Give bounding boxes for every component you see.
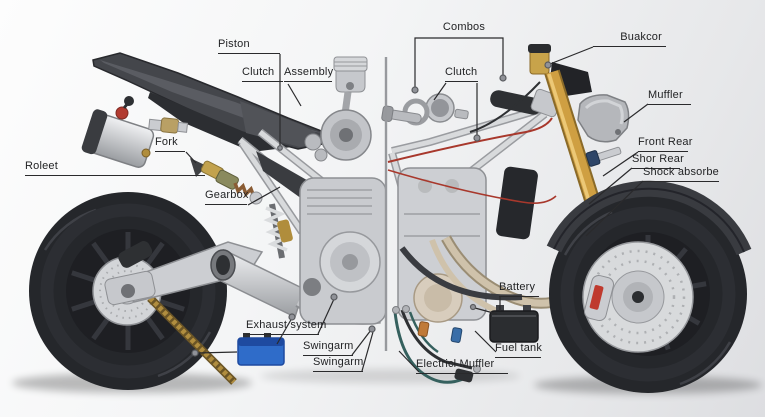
label-swingarm-2: Swingarm — [313, 356, 363, 372]
brake-lines-red — [387, 117, 557, 204]
axle-bolt-part — [585, 146, 622, 167]
piston-assembly-part — [304, 56, 372, 162]
drive-chain — [148, 296, 236, 384]
label-front-rear: Front Rear — [638, 136, 692, 152]
rear-shock — [263, 203, 293, 259]
label-clutch-right: Clutch — [445, 66, 478, 82]
reservoir-canister — [81, 96, 155, 168]
floor-shadows — [12, 369, 762, 394]
front-brake-caliper — [583, 274, 615, 322]
label-piston: Piston — [218, 38, 280, 54]
label-gearbox: Gearbox — [205, 189, 248, 205]
label-buakcor: Buakcor — [593, 31, 666, 47]
label-exhaust-system: Exhaust system — [246, 319, 326, 335]
label-combos: Combos — [442, 21, 486, 33]
label-clutch-left: Clutch — [242, 66, 283, 82]
rear-subframe — [237, 128, 351, 235]
label-fuel-tank: Fuel tank — [495, 342, 542, 358]
battery-dark — [489, 305, 539, 343]
airbox-cover-part — [577, 94, 630, 143]
front-wheel — [546, 180, 752, 393]
callout-markers — [191, 61, 552, 357]
label-swingarm-1: Swingarm — [303, 340, 353, 356]
wiring-harness — [392, 305, 481, 384]
clutch-parts-right — [381, 93, 469, 126]
fork-internals-parts — [190, 158, 263, 205]
rear-brake-caliper — [118, 241, 153, 268]
label-electricl-muffler: Electricl Muffler — [416, 358, 508, 374]
battery-blue-part — [237, 333, 285, 366]
crash-bar — [399, 246, 523, 301]
engine-right — [397, 166, 564, 323]
engine-left — [299, 177, 387, 325]
label-muffler: Muffler — [648, 89, 691, 105]
label-assembly: Assembly — [284, 66, 333, 82]
radiator — [496, 166, 538, 240]
label-roleet: Roleet — [25, 160, 205, 176]
label-shock-absorbe: Shock absorbe — [643, 166, 719, 182]
leader-lines — [185, 37, 649, 373]
label-fork: Fork — [155, 136, 185, 152]
label-battery: Battery — [499, 281, 539, 297]
label-shor-rear: Shor Rear — [632, 153, 684, 169]
small-fitting-part — [148, 117, 189, 134]
